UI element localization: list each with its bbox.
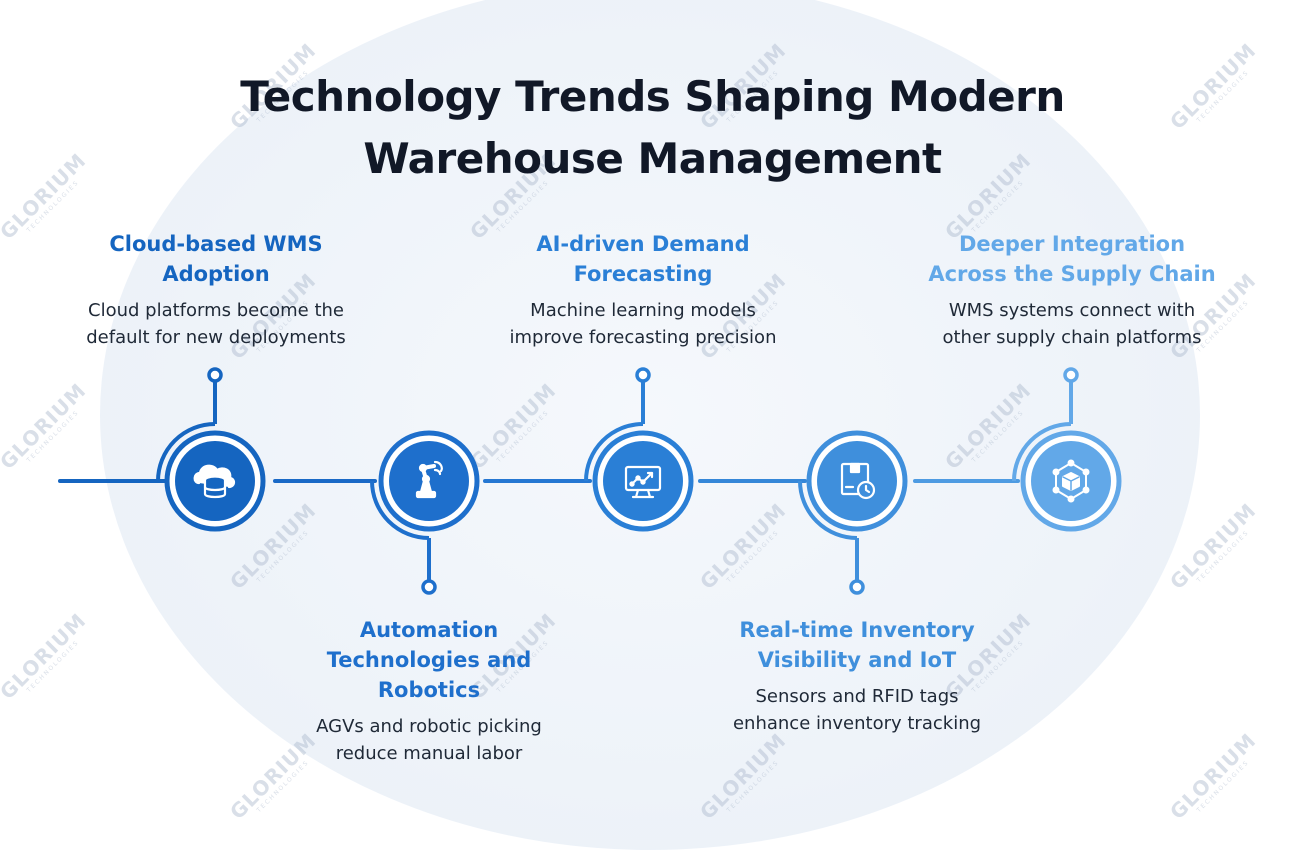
step-4-heading: Real-time Inventory Visibility and IoT bbox=[677, 615, 1037, 675]
step-3-desc-line-1: Machine learning models bbox=[530, 300, 756, 321]
step-4-desc-line-2: enhance inventory tracking bbox=[732, 713, 982, 734]
step-4-node bbox=[798, 430, 908, 595]
step-2-dot bbox=[421, 579, 437, 595]
step-3-heading-line-1: AI-driven Demand bbox=[536, 232, 750, 256]
network-cube-icon bbox=[1052, 459, 1090, 503]
step-1-card: Cloud-based WMS Adoption Cloud platforms… bbox=[36, 229, 396, 351]
step-3-dot bbox=[635, 367, 651, 383]
step-4-description: Sensors and RFID tags enhance inventory … bbox=[677, 683, 1037, 737]
step-2-card: Automation Technologies and Robotics AGV… bbox=[249, 615, 609, 767]
robot-arm-icon bbox=[415, 460, 443, 499]
step-1-heading-line-2: Adoption bbox=[162, 262, 270, 286]
step-2-heading-line-1: Automation bbox=[359, 618, 499, 642]
step-3-arc bbox=[584, 422, 644, 482]
step-3-heading-line-2: Forecasting bbox=[573, 262, 713, 286]
step-3-description: Machine learning models improve forecast… bbox=[463, 297, 823, 351]
step-3-node bbox=[584, 367, 694, 532]
step-5-heading-line-2: Across the Supply Chain bbox=[928, 262, 1216, 286]
step-4-dot bbox=[849, 579, 865, 595]
step-5-arc bbox=[1012, 422, 1072, 482]
step-2-heading: Automation Technologies and Robotics bbox=[249, 615, 609, 705]
step-5-description: WMS systems connect with other supply ch… bbox=[892, 297, 1252, 351]
step-2-description: AGVs and robotic picking reduce manual l… bbox=[249, 713, 609, 767]
monitor-chart-icon bbox=[624, 465, 662, 499]
step-5-desc-line-2: other supply chain platforms bbox=[942, 327, 1202, 348]
step-2-arc bbox=[370, 480, 430, 540]
step-1-description: Cloud platforms become the default for n… bbox=[36, 297, 396, 351]
cloud-database-icon bbox=[193, 464, 236, 499]
step-4-desc-line-1: Sensors and RFID tags bbox=[755, 686, 959, 707]
step-1-desc-line-1: Cloud platforms become the bbox=[88, 300, 344, 321]
step-4-heading-line-2: Visibility and IoT bbox=[757, 648, 957, 672]
step-5-desc-line-1: WMS systems connect with bbox=[948, 300, 1196, 321]
step-4-card: Real-time Inventory Visibility and IoT S… bbox=[677, 615, 1037, 737]
step-1-heading-line-1: Cloud-based WMS bbox=[109, 232, 323, 256]
step-2-heading-line-2: Technologies and bbox=[326, 648, 532, 672]
step-5-card: Deeper Integration Across the Supply Cha… bbox=[892, 229, 1252, 351]
title-line-1: Technology Trends Shaping Modern bbox=[240, 72, 1065, 121]
step-1-dot bbox=[207, 367, 223, 383]
timeline-diagram bbox=[58, 367, 1122, 595]
step-5-heading-line-1: Deeper Integration bbox=[958, 232, 1186, 256]
step-5-node bbox=[1012, 367, 1122, 532]
step-1-node bbox=[156, 367, 266, 532]
step-4-core bbox=[817, 441, 897, 521]
step-3-heading: AI-driven Demand Forecasting bbox=[463, 229, 823, 289]
step-1-desc-line-2: default for new deployments bbox=[86, 327, 346, 348]
step-2-node bbox=[370, 430, 480, 595]
step-2-desc-line-1: AGVs and robotic picking bbox=[316, 716, 542, 737]
step-2-heading-line-3: Robotics bbox=[377, 678, 481, 702]
background-circle bbox=[100, 0, 1200, 850]
step-5-dot bbox=[1063, 367, 1079, 383]
step-1-arc bbox=[156, 422, 216, 482]
step-3-desc-line-2: improve forecasting precision bbox=[509, 327, 777, 348]
title-line-2: Warehouse Management bbox=[363, 134, 942, 183]
step-3-card: AI-driven Demand Forecasting Machine lea… bbox=[463, 229, 823, 351]
step-5-heading: Deeper Integration Across the Supply Cha… bbox=[892, 229, 1252, 289]
step-4-heading-line-1: Real-time Inventory bbox=[739, 618, 975, 642]
box-clock-icon bbox=[840, 462, 876, 500]
step-1-heading: Cloud-based WMS Adoption bbox=[36, 229, 396, 289]
step-2-desc-line-2: reduce manual labor bbox=[335, 743, 523, 764]
step-4-arc bbox=[798, 480, 858, 540]
page-title: Technology Trends Shaping Modern Warehou… bbox=[0, 66, 1305, 190]
